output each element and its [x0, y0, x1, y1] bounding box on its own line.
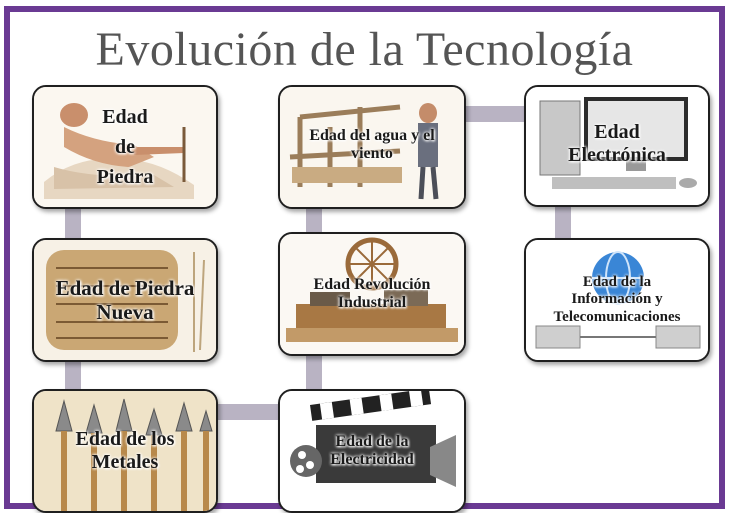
label-line: viento: [351, 145, 393, 163]
connector-revolucion-agua: [306, 202, 322, 232]
label-line: Edad de la: [335, 432, 409, 450]
label-line: Nueva: [96, 300, 154, 324]
label-line: Piedra: [96, 166, 154, 188]
label-line: Información y: [571, 291, 663, 308]
card-label: Edad de la Electricidad: [280, 391, 464, 511]
clay-tablet-illustration: [34, 240, 216, 360]
label-line: Metales: [91, 451, 159, 473]
card-label: Edad Revolución Industrial: [280, 234, 464, 354]
label-line: Telecomunicaciones: [553, 308, 681, 325]
label-line: Edad de Piedra: [55, 275, 195, 300]
metal-spearheads-illustration: [34, 391, 216, 511]
card-edad-de-los-metales: Edad de los Metales: [32, 389, 218, 513]
card-label: Edad del agua y el viento: [280, 87, 464, 207]
label-line: Edad de la: [582, 274, 652, 291]
connector-agua-electronica: [465, 106, 527, 122]
connector-electronica-informacion: [555, 202, 571, 238]
label-line: Industrial: [337, 294, 407, 312]
label-line: Edad: [102, 106, 148, 128]
label-line: Electricidad: [330, 451, 414, 468]
label-line: de: [115, 136, 135, 158]
label-line: Edad Revolución: [313, 276, 431, 293]
telegraph-machine-illustration: [280, 234, 464, 354]
connector-piedra-nueva: [65, 202, 81, 248]
diagram-frame: Evolución de la Tecnología Edad de Piedr…: [4, 6, 725, 513]
card-edad-electronica: Edad Electrónica: [524, 85, 710, 207]
card-edad-de-piedra: Edad de Piedra: [32, 85, 218, 209]
card-edad-revolucion-industrial: Edad Revolución Industrial: [278, 232, 466, 356]
connector-metales-electricidad: [216, 404, 282, 420]
card-label: Edad de los Metales: [34, 391, 216, 511]
film-clapper-illustration: [280, 391, 464, 511]
card-label: Edad de Piedra Nueva: [34, 240, 216, 360]
connector-electricidad-revolucion: [306, 352, 322, 398]
card-edad-del-agua-y-el-viento: Edad del agua y el viento: [278, 85, 466, 209]
globe-network-illustration: [526, 240, 708, 360]
label-line: Edad del agua y el: [309, 127, 435, 144]
card-edad-de-piedra-nueva: Edad de Piedra Nueva: [32, 238, 218, 362]
label-line: Electrónica: [568, 144, 666, 166]
stone-carver-illustration: [34, 87, 216, 207]
label-line: Edad: [594, 121, 640, 143]
card-edad-de-la-electricidad: Edad de la Electricidad: [278, 389, 466, 513]
label-line: Edad de los: [75, 428, 175, 450]
page-title: Evolución de la Tecnología: [95, 23, 634, 76]
card-label: Edad de Piedra: [34, 87, 216, 207]
card-label: Edad Electrónica: [526, 87, 708, 205]
card-edad-de-la-informacion: Edad de la Información y Telecomunicacio…: [524, 238, 710, 362]
connector-nueva-metales: [65, 352, 81, 398]
wooden-press-illustration: [280, 87, 464, 207]
desktop-computer-illustration: [526, 87, 708, 205]
card-label: Edad de la Información y Telecomunicacio…: [526, 240, 708, 360]
